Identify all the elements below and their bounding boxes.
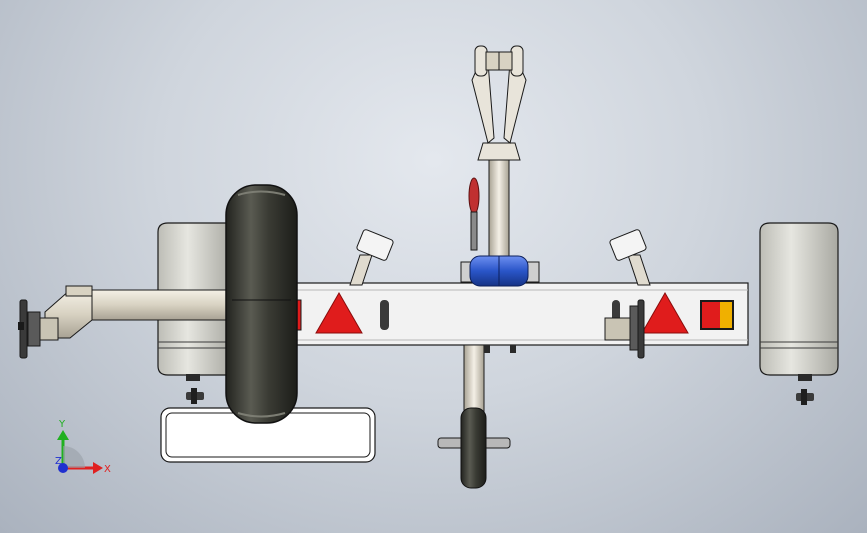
right-guide-post[interactable] (609, 229, 651, 286)
keel-roller[interactable] (460, 255, 540, 287)
left-triangle-reflector (315, 291, 363, 334)
left-wheel[interactable] (225, 184, 298, 424)
right-hub[interactable] (604, 299, 645, 359)
jockey-wheel[interactable] (437, 344, 516, 489)
triad-y-label: Y (58, 419, 66, 430)
fender-bolt-left (186, 374, 204, 404)
drawbar[interactable] (471, 61, 527, 263)
brake-handle[interactable] (468, 177, 480, 251)
triad-z-label: Z (55, 456, 62, 467)
triad-x-label: X (104, 464, 111, 475)
left-guide-post[interactable] (349, 229, 394, 286)
tow-coupling-roller[interactable] (474, 45, 524, 77)
right-triangle-reflector (641, 291, 689, 334)
right-fender[interactable] (759, 222, 839, 376)
left-marker-slot (380, 300, 389, 330)
coordinate-triad: Y X Z (55, 419, 111, 475)
fender-bolt-right (796, 374, 814, 405)
left-hub[interactable] (18, 299, 59, 359)
right-tail-lamp (700, 300, 734, 330)
